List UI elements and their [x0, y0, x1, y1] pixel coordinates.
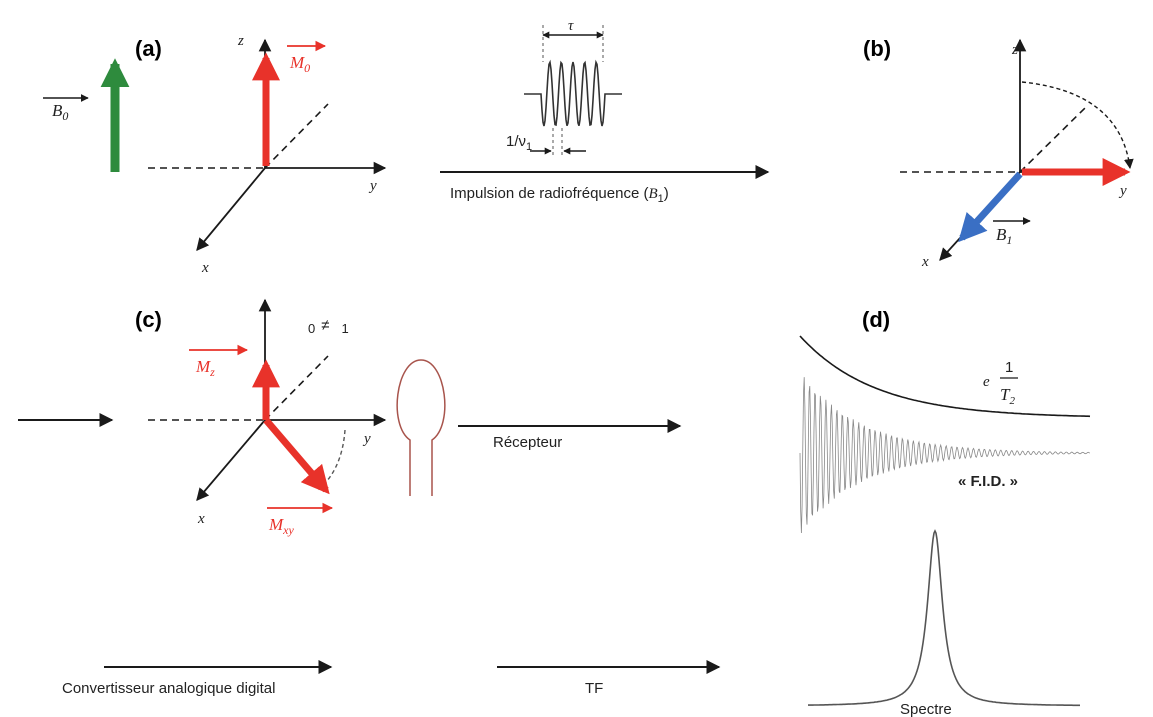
- pulse-caption: Impulsion de radiofréquence (B1): [450, 185, 669, 205]
- svg-text:B1: B1: [996, 225, 1012, 247]
- b0-vector-label: B0: [43, 94, 89, 123]
- svg-text:Mxy: Mxy: [268, 515, 294, 537]
- decay-envelope: [799, 335, 1091, 418]
- panel-a-label: (a): [135, 36, 162, 61]
- panel-a: (a) B0 z y x M0: [43, 33, 387, 276]
- receiver-label: Récepteur: [493, 434, 562, 451]
- rf-pulse: τ 1/ν1 Impulsion de radiofréquence (B1): [440, 18, 770, 205]
- bottom-row: Convertisseur analogique digital TF: [62, 660, 721, 697]
- x-axis-label: x: [201, 260, 209, 276]
- tf-label: TF: [585, 680, 603, 697]
- spectrum-peak: [808, 529, 1080, 707]
- b-y-label: y: [1118, 183, 1127, 199]
- receiver-coil-icon: [396, 359, 446, 496]
- panel-b: (b) z y x B1: [863, 36, 1134, 270]
- b-z-label: z: [1011, 42, 1018, 58]
- svg-text:e: e: [983, 374, 990, 390]
- m0-vector-label: M0: [287, 40, 327, 75]
- c-y-label: y: [362, 431, 371, 447]
- rotation-arrow: [1021, 81, 1134, 169]
- b1-vector: [958, 171, 1023, 243]
- z-axis-label: z: [237, 33, 244, 49]
- spectrum-label: Spectre: [900, 701, 952, 717]
- svg-text:T2: T2: [1000, 385, 1015, 407]
- mz-vector-label: Mz: [189, 344, 249, 379]
- panel-b-label: (b): [863, 36, 891, 61]
- b-x-label: x: [921, 254, 929, 270]
- fid-signal: [799, 377, 1091, 534]
- pulse-waveform: [524, 59, 622, 127]
- svg-text:M0: M0: [289, 53, 310, 75]
- svg-text:1: 1: [1005, 359, 1013, 376]
- tau-label: τ: [568, 18, 574, 34]
- period-label: 1/ν1: [506, 133, 532, 153]
- fid-label: « F.I.D. »: [958, 473, 1018, 490]
- mxy-vector-label: Mxy: [267, 502, 334, 537]
- adc-label: Convertisseur analogique digital: [62, 680, 275, 697]
- b1-vector-label: B1: [993, 217, 1031, 247]
- panel-d: (d) e 1 T2 « F.I.D. » Spectre: [799, 307, 1091, 717]
- y-axis-label: y: [368, 178, 377, 194]
- x-axis: [196, 167, 266, 251]
- c-x-label: x: [197, 511, 205, 527]
- mxy-vector: [263, 417, 330, 495]
- inequality-label: 0≠1: [308, 317, 349, 336]
- svg-text:B0: B0: [52, 101, 68, 123]
- panel-d-label: (d): [862, 307, 890, 332]
- c-x-axis: [196, 419, 266, 501]
- panel-c: (c) 0≠1 y x Mz Mxy Récepteur: [18, 298, 682, 537]
- panel-c-label: (c): [135, 307, 162, 332]
- c-precession-arc: [317, 429, 346, 491]
- svg-text:Mz: Mz: [195, 357, 215, 379]
- decay-formula: e 1 T2: [983, 359, 1018, 407]
